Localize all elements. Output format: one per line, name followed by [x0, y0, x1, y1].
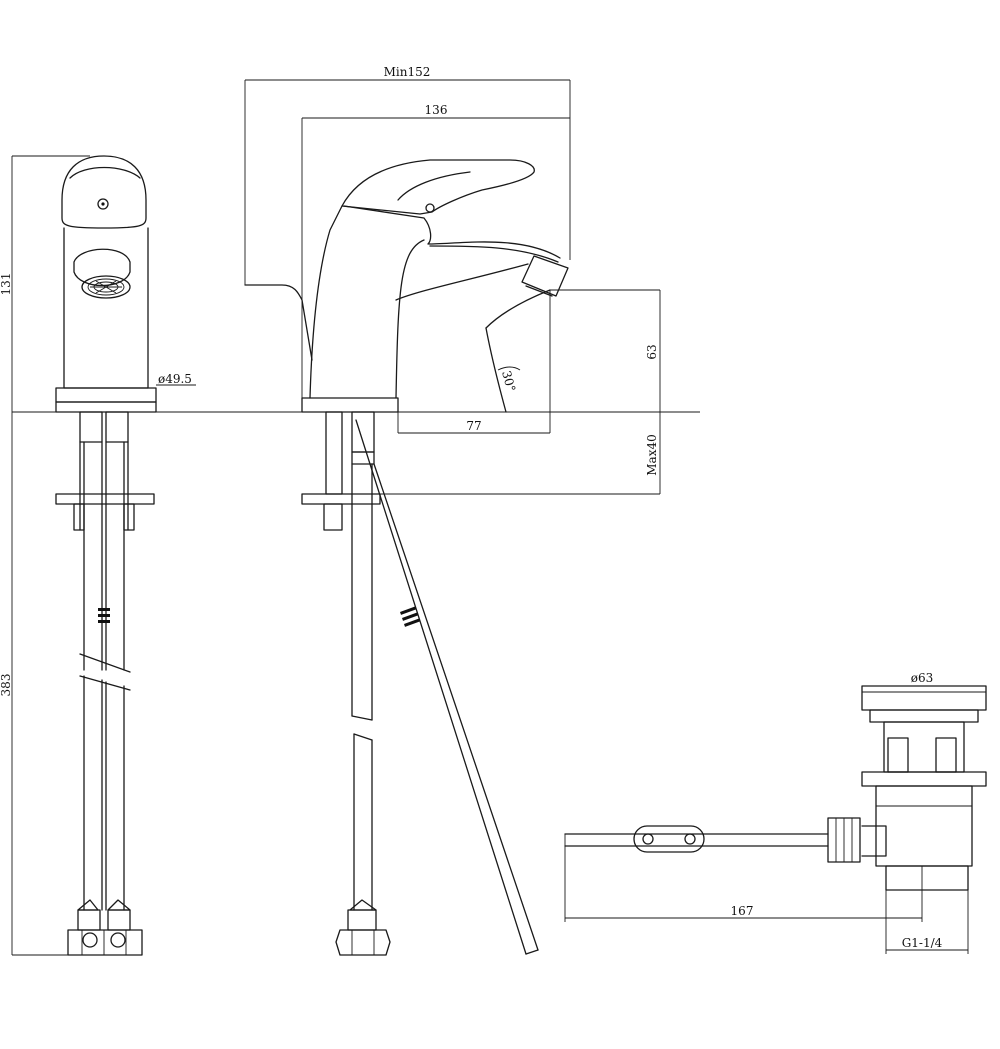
side-view: Min152 136 30° 63 77 Max40 [244, 65, 661, 956]
dim-167: 167 [731, 904, 754, 918]
dim-383: 383 [0, 674, 13, 697]
dim-max40: Max40 [645, 434, 659, 475]
dim-136: 136 [425, 103, 448, 117]
dim-dia49-5: ø49.5 [158, 372, 192, 386]
front-view: 131 383 ø49.5 [0, 155, 700, 956]
dim-min152: Min152 [384, 65, 431, 79]
dim-77: 77 [466, 419, 481, 433]
waste-drain-view: ø63 167 G1-1/4 [564, 671, 987, 954]
dim-131: 131 [0, 273, 13, 296]
dim-63: 63 [645, 344, 659, 359]
dim-dia63: ø63 [911, 671, 934, 685]
dim-g1-1-4: G1-1/4 [902, 936, 943, 950]
dim-angle-30: 30° [499, 369, 518, 393]
